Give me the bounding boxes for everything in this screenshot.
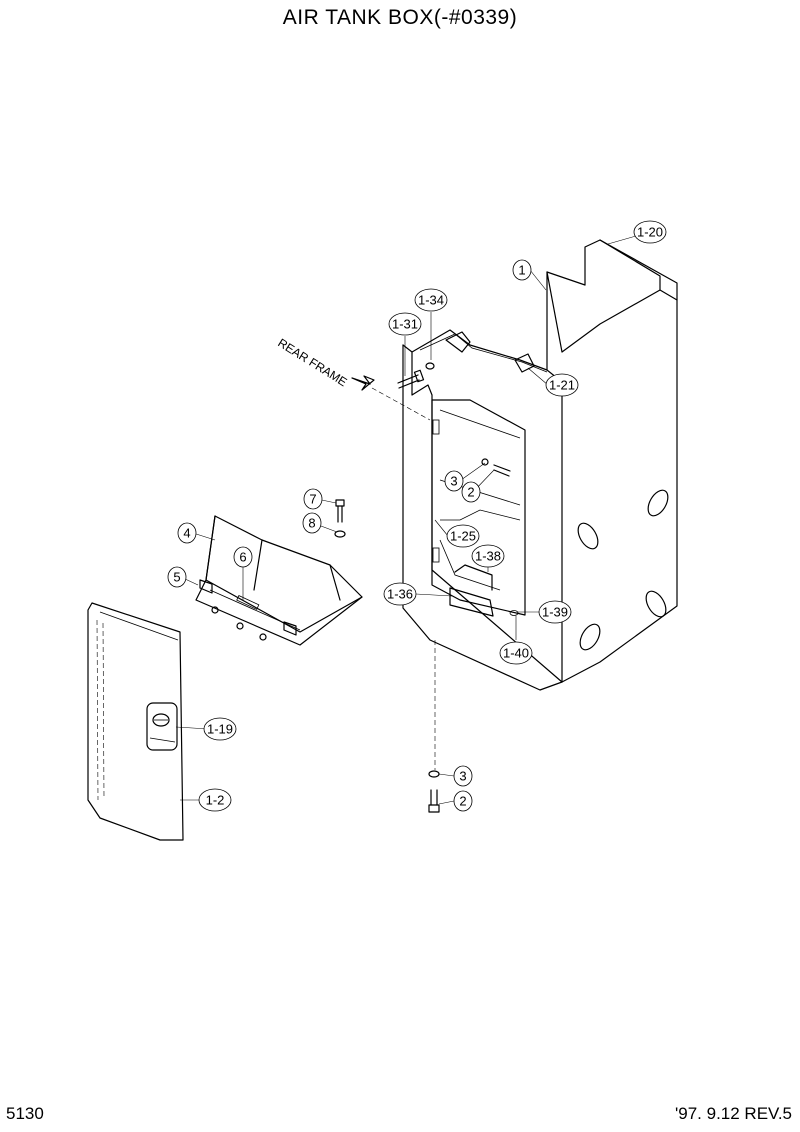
callout-1-34: 1-34 bbox=[414, 288, 448, 312]
callout-1-40: 1-40 bbox=[499, 641, 533, 665]
svg-text:1-31: 1-31 bbox=[392, 317, 418, 332]
svg-text:8: 8 bbox=[308, 516, 315, 531]
svg-text:2: 2 bbox=[467, 485, 474, 500]
revision-date: '97. 9.12 REV.5 bbox=[675, 1104, 792, 1123]
callout-6: 6 bbox=[233, 546, 253, 568]
svg-text:1-39: 1-39 bbox=[542, 605, 568, 620]
svg-text:1-21: 1-21 bbox=[549, 378, 575, 393]
svg-text:1-20: 1-20 bbox=[637, 225, 663, 240]
svg-text:6: 6 bbox=[239, 550, 246, 565]
box-housing bbox=[402, 239, 678, 691]
bolt-7-washer-8 bbox=[334, 499, 346, 538]
svg-text:7: 7 bbox=[309, 492, 316, 507]
callout-1-21: 1-21 bbox=[545, 373, 579, 397]
svg-text:1-25: 1-25 bbox=[450, 529, 476, 544]
svg-text:5: 5 bbox=[173, 570, 180, 585]
svg-text:1-19: 1-19 bbox=[207, 722, 233, 737]
callout-1-20: 1-20 bbox=[633, 220, 667, 244]
bolt-2-upper bbox=[481, 458, 511, 477]
callout-4: 4 bbox=[177, 522, 197, 544]
page-number: 5130 bbox=[6, 1104, 44, 1123]
callout-1-39: 1-39 bbox=[538, 600, 572, 624]
door-panel bbox=[87, 602, 184, 841]
callout-3-lower: 3 bbox=[453, 765, 473, 787]
rear-frame-label: REAR FRAME bbox=[275, 336, 349, 390]
svg-text:1-2: 1-2 bbox=[206, 793, 225, 808]
callout-1-38: 1-38 bbox=[471, 544, 505, 568]
callout-1-25: 1-25 bbox=[446, 524, 480, 548]
svg-text:1-40: 1-40 bbox=[503, 646, 529, 661]
svg-text:1-36: 1-36 bbox=[387, 587, 413, 602]
callout-2-upper: 2 bbox=[461, 481, 481, 503]
callout-1-2: 1-2 bbox=[198, 788, 232, 812]
svg-text:3: 3 bbox=[450, 474, 457, 489]
callout-1: 1 bbox=[512, 259, 532, 281]
diagram-title: AIR TANK BOX(-#0339) bbox=[282, 6, 518, 29]
callout-2-lower: 2 bbox=[453, 790, 473, 812]
svg-text:1-34: 1-34 bbox=[418, 293, 444, 308]
lid-tray bbox=[195, 515, 363, 646]
svg-text:2: 2 bbox=[459, 794, 466, 809]
callout-1-31: 1-31 bbox=[388, 312, 422, 336]
bolt-2-washer-3-lower bbox=[428, 640, 440, 813]
svg-text:4: 4 bbox=[183, 526, 190, 541]
callout-1-19: 1-19 bbox=[203, 717, 237, 741]
svg-text:1-38: 1-38 bbox=[475, 549, 501, 564]
callout-1-36: 1-36 bbox=[383, 582, 417, 606]
svg-text:1: 1 bbox=[518, 263, 525, 278]
callout-5: 5 bbox=[167, 566, 187, 588]
callout-3-upper: 3 bbox=[444, 470, 464, 492]
callout-8: 8 bbox=[302, 512, 322, 534]
bolt-1-31 bbox=[397, 362, 435, 389]
svg-text:3: 3 bbox=[459, 769, 466, 784]
callout-7: 7 bbox=[303, 488, 323, 510]
